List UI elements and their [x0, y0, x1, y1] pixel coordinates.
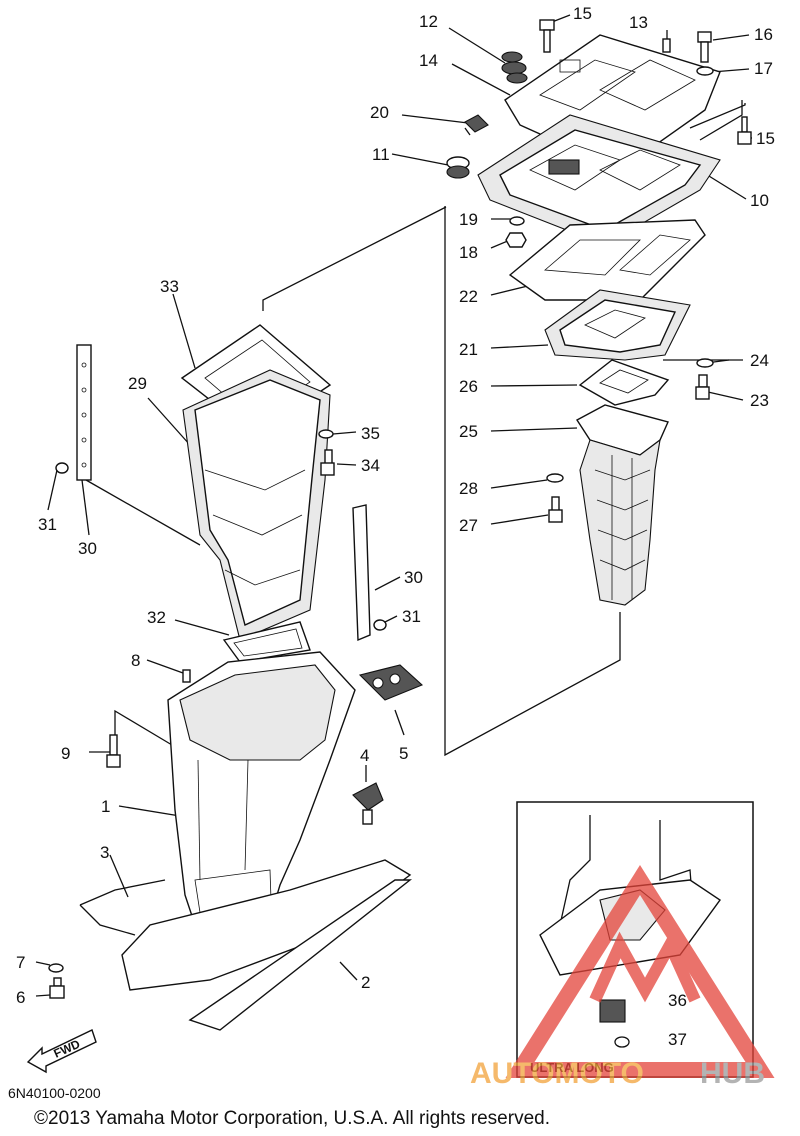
gasket-22: [508, 219, 706, 301]
bolt-23: [695, 374, 710, 400]
callout-27: 27: [459, 516, 478, 535]
pin-13: [662, 38, 671, 53]
callout-7: 7: [16, 953, 25, 972]
clip-31a: [55, 462, 69, 474]
bolt-16: [697, 31, 712, 63]
clip-31b: [373, 619, 387, 631]
callout-30: 30: [78, 539, 97, 558]
watermark-text-2: HUB: [700, 1057, 765, 1090]
rubber-strip-30b: [352, 504, 371, 642]
gasket-26: [578, 359, 670, 406]
washer-24: [696, 358, 714, 368]
nut-18: [505, 232, 527, 248]
callout-3: 3: [100, 843, 109, 862]
washer-7: [48, 963, 64, 973]
pin-8: [182, 669, 191, 683]
nipple-20: [464, 114, 489, 136]
callout-2: 2: [361, 973, 370, 992]
callout-37: 37: [668, 1030, 687, 1049]
callout-6: 6: [16, 988, 25, 1007]
callout-12: 12: [419, 12, 438, 31]
upper-casing-1: [167, 651, 356, 956]
callout-31-b: 31: [402, 607, 421, 626]
bolt-6: [49, 977, 65, 999]
grommet-12: [501, 51, 528, 84]
callout-20: 20: [370, 103, 389, 122]
rubber-strip-30a: [76, 344, 92, 481]
plug-4: [352, 782, 384, 825]
bolt-15b: [737, 116, 752, 145]
callout-23: 23: [750, 391, 769, 410]
washer-35: [318, 429, 334, 439]
callout-28: 28: [459, 479, 478, 498]
watermark-logo: AUTOMOTO HUB: [470, 865, 775, 1090]
copyright-notice: ©2013 Yamaha Motor Corporation, U.S.A. A…: [34, 1108, 550, 1129]
exhaust-guide-10: [477, 114, 721, 246]
grommet-5: [358, 664, 424, 701]
seal-32: [222, 621, 311, 663]
callout-34: 34: [361, 456, 380, 475]
watermark-text-1: AUTOMOTO: [470, 1057, 644, 1090]
bolt-34: [320, 449, 335, 476]
inset-ultra-long: ULTRA LONG: [516, 801, 754, 1078]
callout-15: 15: [573, 4, 592, 23]
callout-10: 10: [750, 191, 769, 210]
callout-16: 16: [754, 25, 773, 44]
callout-1: 1: [101, 797, 110, 816]
callout-17: 17: [754, 59, 773, 78]
callout-25: 25: [459, 422, 478, 441]
muffler-25: [575, 404, 669, 606]
callout-33: 33: [160, 277, 179, 296]
exhaust-manifold-21: [544, 289, 691, 361]
callout-14: 14: [419, 51, 438, 70]
bolt-9: [106, 734, 121, 768]
washer-28: [546, 473, 564, 483]
fwd-label: FWD: [52, 1037, 83, 1061]
fwd-arrow: FWD: [26, 1029, 97, 1074]
callout-5: 5: [399, 744, 408, 763]
callout-8: 8: [131, 651, 140, 670]
callout-19: 19: [459, 210, 478, 229]
callout-18: 18: [459, 243, 478, 262]
callout-32: 32: [147, 608, 166, 627]
washer-19: [509, 216, 525, 226]
callout-9: 9: [61, 744, 70, 763]
callout-26: 26: [459, 377, 478, 396]
washer-17: [696, 66, 714, 76]
callout-15-b: 15: [756, 129, 775, 148]
callout-4: 4: [360, 746, 369, 765]
callout-22: 22: [459, 287, 478, 306]
diagram-code: 6N40100-0200: [8, 1085, 101, 1101]
anti-cavitation-plate-2: [121, 859, 413, 1031]
callout-13: 13: [629, 13, 648, 32]
bolt-27: [548, 496, 563, 523]
callout-11: 11: [372, 145, 390, 164]
callout-35: 35: [361, 424, 380, 443]
seal-3: [79, 879, 166, 936]
callout-29: 29: [128, 374, 147, 393]
upper-casing-29: [182, 369, 331, 641]
callout-21: 21: [459, 340, 478, 359]
grommet-11: [446, 156, 470, 179]
callout-31: 31: [38, 515, 57, 534]
callout-24: 24: [750, 351, 769, 370]
callout-30-b: 30: [404, 568, 423, 587]
callout-numbers: 12 15 13 16 14 17 20 15 11 10 19 18 33 2…: [16, 4, 775, 1049]
bolt-15a: [539, 19, 555, 53]
callout-36: 36: [668, 991, 687, 1010]
